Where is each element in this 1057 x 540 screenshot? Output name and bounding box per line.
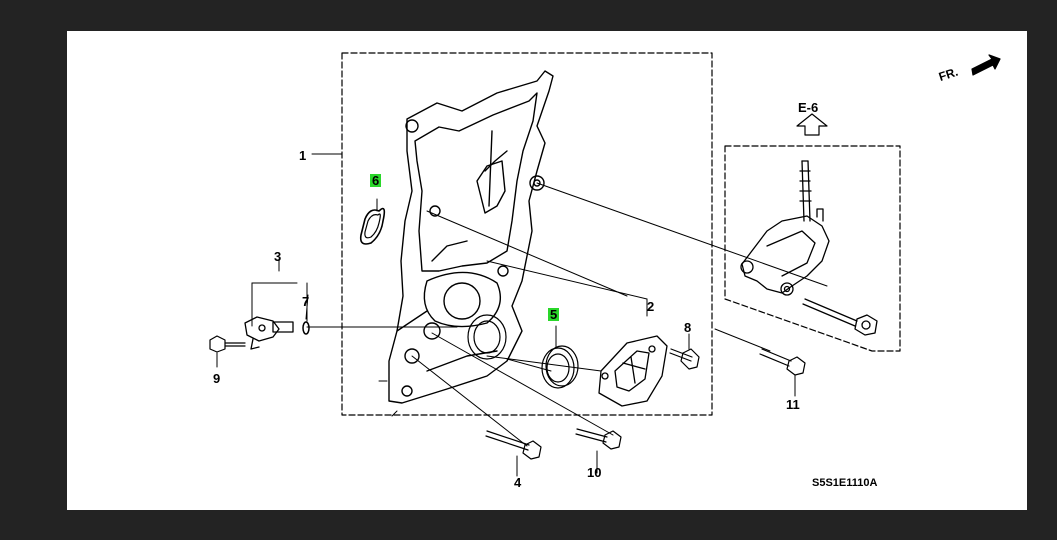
callout-10: 10 — [587, 465, 602, 480]
chain-case-group-box — [341, 52, 713, 416]
cover-bolt-8 — [669, 348, 700, 370]
sensor-o-ring — [302, 321, 310, 335]
callout-7: 7 — [302, 294, 310, 309]
leader-lines — [216, 153, 828, 477]
parts-diagram-sheet: 1 2 3 4 5 6 7 8 9 10 11 E-6 FR. S5S1E111… — [67, 31, 1027, 510]
up-arrow-icon — [796, 113, 828, 136]
oil-seal-seat — [467, 314, 507, 360]
sensor-bolt — [209, 335, 246, 353]
reference-e6: E-6 — [798, 100, 819, 115]
callout-3: 3 — [274, 249, 282, 264]
front-arrow-icon — [971, 54, 1001, 76]
chain-case-cover — [388, 70, 554, 404]
cover-bolt-10 — [575, 428, 622, 450]
bracket-group-box — [724, 145, 901, 352]
callout-11: 11 — [786, 397, 800, 412]
sensor-assembly — [244, 316, 294, 350]
cover-plate — [598, 335, 668, 407]
callout-9: 9 — [213, 371, 221, 386]
callout-5: 5 — [548, 307, 560, 322]
oil-seal — [541, 345, 579, 389]
callout-4: 4 — [514, 475, 522, 490]
callout-6: 6 — [370, 173, 382, 188]
diagram-code: S5S1E1110A — [812, 477, 878, 489]
callout-8: 8 — [684, 320, 692, 335]
tensioner-bracket — [740, 160, 878, 336]
parts-diagram-drawing — [209, 52, 1001, 477]
callout-1: 1 — [299, 148, 307, 163]
cover-bolt-11 — [759, 348, 806, 376]
o-ring-gasket — [359, 207, 386, 245]
callout-2: 2 — [647, 299, 655, 314]
